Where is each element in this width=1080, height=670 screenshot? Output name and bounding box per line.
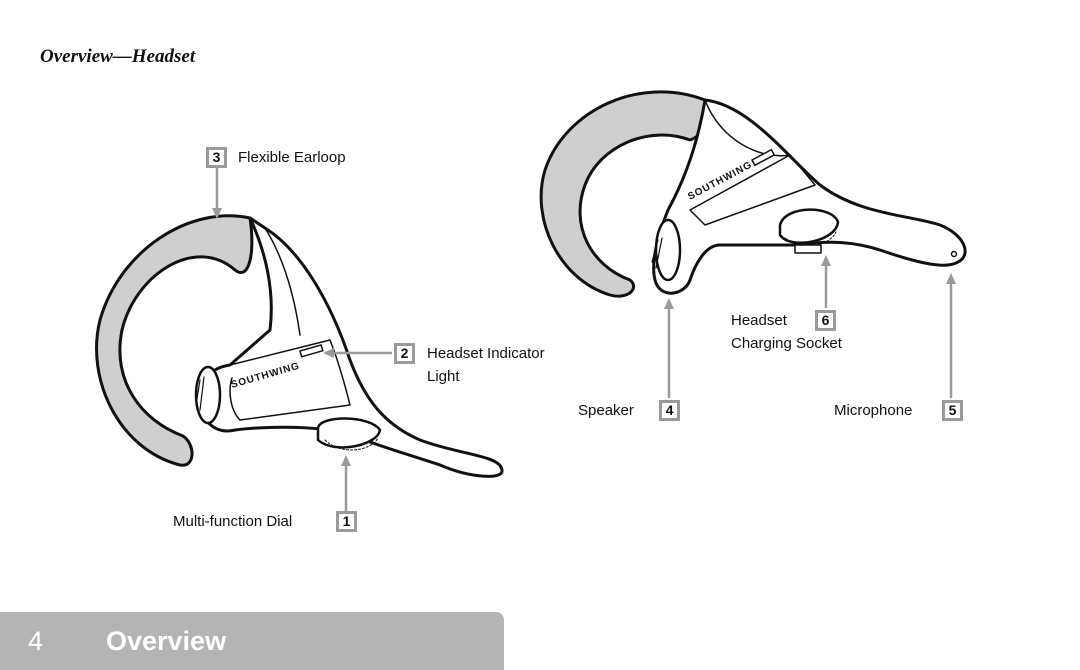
callout-badge-2: 2 [394,343,415,364]
speaker-end-left [194,365,222,425]
callout-badge-6: 6 [815,310,836,331]
dial-left [316,417,382,449]
callout-badge-3: 3 [206,147,227,168]
speaker-end-right [654,218,682,282]
charging-socket-right [794,244,822,254]
dial-right [778,208,840,244]
callout-badge-5: 5 [942,400,963,421]
headset-side-view: SOUTHWING [539,90,967,298]
earloop-right [539,90,710,298]
callout-label-microphone: Microphone [834,402,913,419]
earloop-left [95,214,254,467]
callout-label-flexible-earloop: Flexible Earloop [238,149,346,166]
page-heading: Overview—Headset [40,46,196,67]
headset-front-view: SOUTHWING [95,214,504,478]
callout-label-indicator-line1: Headset Indicator [427,345,545,362]
callout-label-indicator-line2: Light [427,368,460,385]
callout-badge-1: 1 [336,511,357,532]
section-title: Overview [106,626,227,656]
page-number: 4 [28,626,44,656]
callout-label-charging-line1: Headset [731,312,787,329]
microphone-hole-right [950,250,958,258]
footer-section-tab: 4 Overview [0,612,504,670]
callout-badge-4: 4 [659,400,680,421]
callout-label-speaker: Speaker [578,402,634,419]
callout-label-multifunction-dial: Multi-function Dial [173,513,293,530]
callout-label-charging-line2: Charging Socket [731,335,842,352]
